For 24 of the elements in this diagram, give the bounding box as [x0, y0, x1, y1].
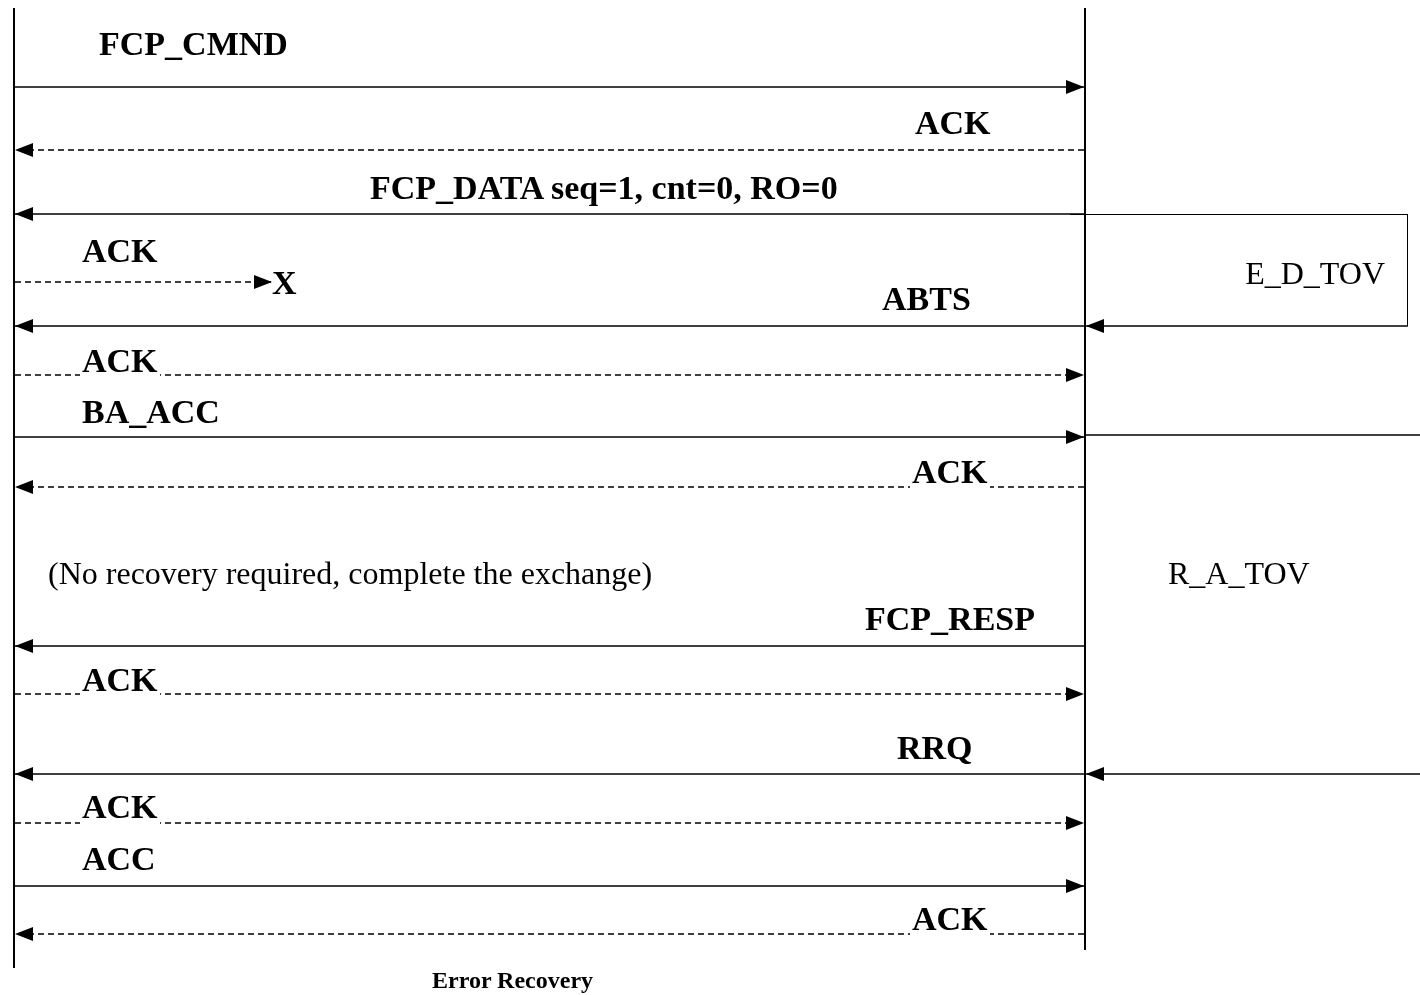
timer-label: R_A_TOV — [1168, 557, 1310, 589]
arrow — [14, 319, 1085, 333]
arrow — [14, 927, 1085, 941]
arrow — [14, 879, 1085, 893]
timer-box — [1070, 214, 1408, 326]
arrow — [14, 80, 1085, 94]
arrow — [14, 687, 1085, 701]
timer-label: E_D_TOV — [1245, 257, 1385, 289]
arrow — [14, 480, 1085, 494]
arrow — [14, 368, 1085, 382]
lifeline — [13, 8, 15, 968]
arrow — [14, 275, 273, 289]
arrow — [1085, 319, 1409, 333]
arrow — [14, 816, 1085, 830]
arrow — [1085, 767, 1420, 781]
arrow — [14, 207, 1085, 221]
arrow — [14, 143, 1085, 157]
caption: Error Recovery — [432, 968, 594, 992]
arrow — [14, 767, 1085, 781]
lifeline — [1084, 8, 1086, 950]
lost-frame-mark: X — [272, 266, 298, 300]
arrow — [14, 430, 1085, 444]
note-text: (No recovery required, complete the exchange) — [48, 557, 653, 589]
arrow — [14, 639, 1085, 653]
